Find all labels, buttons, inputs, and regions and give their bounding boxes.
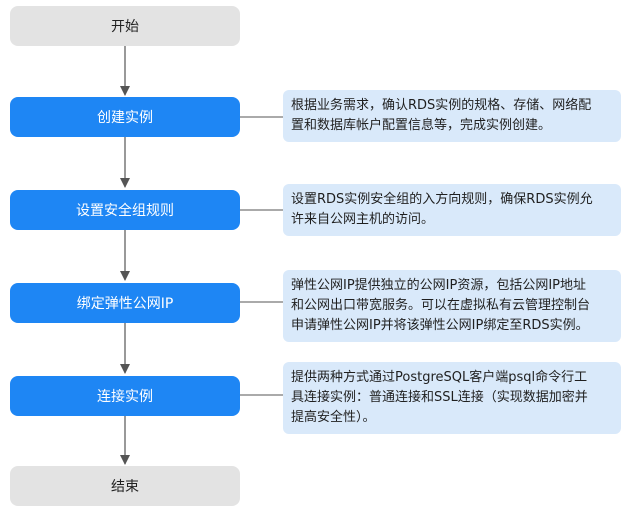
end-node: 结束: [10, 466, 240, 506]
start-node-label: 开始: [111, 19, 139, 35]
note-connect-instance: 提供两种方式通过PostgreSQL客户端psql命令行工 具连接实例：普通连接…: [283, 362, 621, 434]
note-create-instance: 根据业务需求，确认RDS实例的规格、存储、网络配 置和数据库帐户配置信息等，完成…: [283, 90, 621, 142]
end-node-label: 结束: [111, 479, 139, 495]
note-line: 提供两种方式通过PostgreSQL客户端psql命令行工: [291, 370, 588, 385]
note-line: 弹性公网IP提供独立的公网IP资源，包括公网IP地址: [291, 278, 587, 293]
note-line: 具连接实例：普通连接和SSL连接（实现数据加密并: [291, 390, 588, 405]
step-bind-eip-label: 绑定弹性公网IP: [76, 296, 174, 312]
note-security-group-rules: 设置RDS实例安全组的入方向规则，确保RDS实例允 许来自公网主机的访问。: [283, 184, 621, 236]
note-line: 许来自公网主机的访问。: [291, 212, 435, 227]
note-line: 根据业务需求，确认RDS实例的规格、存储、网络配: [291, 98, 592, 113]
step-create-instance: 创建实例: [10, 97, 240, 137]
step-connect-instance-label: 连接实例: [97, 389, 153, 405]
note-bind-eip: 弹性公网IP提供独立的公网IP资源，包括公网IP地址 和公网出口带宽服务。可以在…: [283, 270, 621, 342]
note-line: 和公网出口带宽服务。可以在虚拟私有云管理控制台: [291, 298, 591, 313]
note-line: 设置RDS实例安全组的入方向规则，确保RDS实例允: [291, 192, 593, 207]
note-line: 提高安全性）。: [291, 410, 376, 425]
step-security-group-rules-label: 设置安全组规则: [76, 203, 174, 219]
note-line: 置和数据库帐户配置信息等，完成实例创建。: [291, 118, 552, 133]
step-security-group-rules: 设置安全组规则: [10, 190, 240, 230]
step-create-instance-label: 创建实例: [97, 110, 153, 126]
step-bind-eip: 绑定弹性公网IP: [10, 283, 240, 323]
note-line: 申请弹性公网IP并将该弹性公网IP绑定至RDS实例。: [291, 318, 589, 333]
step-connect-instance: 连接实例: [10, 376, 240, 416]
start-node: 开始: [10, 6, 240, 46]
